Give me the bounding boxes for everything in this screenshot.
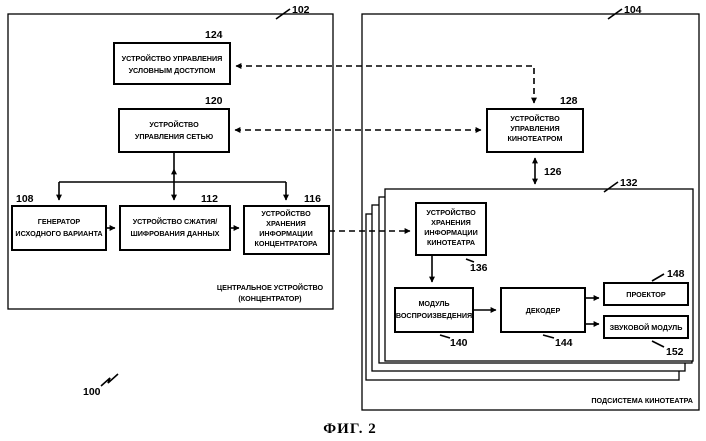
theater-storage-line-3: ИНФОРМАЦИИ (424, 228, 478, 237)
projector-line-1: ПРОЕКТОР (626, 290, 666, 299)
playback-line-1: МОДУЛЬ (418, 299, 449, 308)
compression-line-1: УСТРОЙСТВО СЖАТИЯ/ (133, 217, 218, 226)
theater-control-block: УСТРОЙСТВО УПРАВЛЕНИЯ КИНОТЕАТРОМ (487, 109, 583, 152)
projector-ref: 148 (667, 268, 685, 280)
hub-storage-line-1: УСТРОЙСТВО (261, 209, 311, 218)
theater-control-ref: 128 (560, 95, 578, 107)
central-unit-caption-line-1: ЦЕНТРАЛЬНОЕ УСТРОЙСТВО (217, 283, 324, 292)
sound-module-line-1: ЗВУКОВОЙ МОДУЛЬ (610, 323, 683, 332)
projector-block: ПРОЕКТОР (604, 283, 688, 305)
generator-line-1: ГЕНЕРАТОР (38, 217, 81, 226)
auditorium-ref: 132 (620, 177, 638, 189)
theater-storage-line-4: КИНОТЕАТРА (427, 238, 475, 247)
theater-control-line-3: КИНОТЕАТРОМ (507, 134, 562, 143)
playback-block: МОДУЛЬ ВОСПРОИЗВЕДЕНИЯ (395, 288, 473, 332)
access-control-block: УСТРОЙСТВО УПРАВЛЕНИЯ УСЛОВНЫМ ДОСТУПОМ (114, 43, 230, 84)
network-control-line-1: УСТРОЙСТВО (149, 120, 199, 129)
compression-block: УСТРОЙСТВО СЖАТИЯ/ ШИФРОВАНИЯ ДАННЫХ (120, 206, 230, 250)
access-control-ref: 124 (205, 29, 223, 41)
generator-line-2: ИСХОДНОГО ВАРИАНТА (15, 229, 102, 238)
central-unit-ref: 102 (292, 4, 310, 16)
theater-control-line-1: УСТРОЙСТВО (510, 114, 560, 123)
access-control-to-theater-dashed-link (236, 66, 534, 103)
decoder-block: ДЕКОДЕР (501, 288, 585, 332)
compression-ref: 112 (201, 193, 218, 205)
link-ref: 126 (544, 166, 562, 178)
network-control-block: УСТРОЙСТВО УПРАВЛЕНИЯ СЕТЬЮ (119, 109, 229, 152)
theater-control-line-2: УПРАВЛЕНИЯ (510, 124, 559, 133)
network-control-ref: 120 (205, 95, 223, 107)
hub-storage-line-3: ИНФОРМАЦИИ (259, 229, 313, 238)
theater-storage-block: УСТРОЙСТВО ХРАНЕНИЯ ИНФОРМАЦИИ КИНОТЕАТР… (416, 203, 486, 255)
theater-storage-ref: 136 (470, 262, 488, 274)
theater-subsystem-caption: ПОДСИСТЕМА КИНОТЕАТРА (591, 396, 693, 405)
playback-ref: 140 (450, 337, 468, 349)
theater-storage-line-1: УСТРОЙСТВО (426, 208, 476, 217)
system-ref: 100 (83, 386, 101, 398)
hub-storage-line-4: КОНЦЕНТРАТОРА (255, 239, 318, 248)
access-control-line-2: УСЛОВНЫМ ДОСТУПОМ (129, 66, 216, 75)
sound-module-ref: 152 (666, 346, 684, 358)
hub-storage-line-2: ХРАНЕНИЯ (266, 219, 306, 228)
decoder-line-1: ДЕКОДЕР (526, 306, 561, 315)
theater-subsystem-ref: 104 (624, 4, 642, 16)
sound-module-block: ЗВУКОВОЙ МОДУЛЬ (604, 316, 688, 338)
decoder-ref: 144 (555, 337, 573, 349)
hub-storage-ref: 116 (304, 193, 321, 205)
access-control-line-1: УСТРОЙСТВО УПРАВЛЕНИЯ (122, 54, 223, 63)
central-unit-caption-line-2: (КОНЦЕНТРАТОР) (238, 294, 302, 303)
hub-storage-block: УСТРОЙСТВО ХРАНЕНИЯ ИНФОРМАЦИИ КОНЦЕНТРА… (244, 206, 329, 254)
playback-line-2: ВОСПРОИЗВЕДЕНИЯ (396, 311, 472, 320)
generator-ref: 108 (16, 193, 34, 205)
theater-storage-line-2: ХРАНЕНИЯ (431, 218, 471, 227)
compression-line-2: ШИФРОВАНИЯ ДАННЫХ (131, 229, 220, 238)
network-control-line-2: УПРАВЛЕНИЯ СЕТЬЮ (135, 132, 214, 141)
generator-block: ГЕНЕРАТОР ИСХОДНОГО ВАРИАНТА (12, 206, 106, 250)
system-ref-zigzag-icon (101, 374, 118, 386)
figure-title: ФИГ. 2 (323, 421, 376, 437)
